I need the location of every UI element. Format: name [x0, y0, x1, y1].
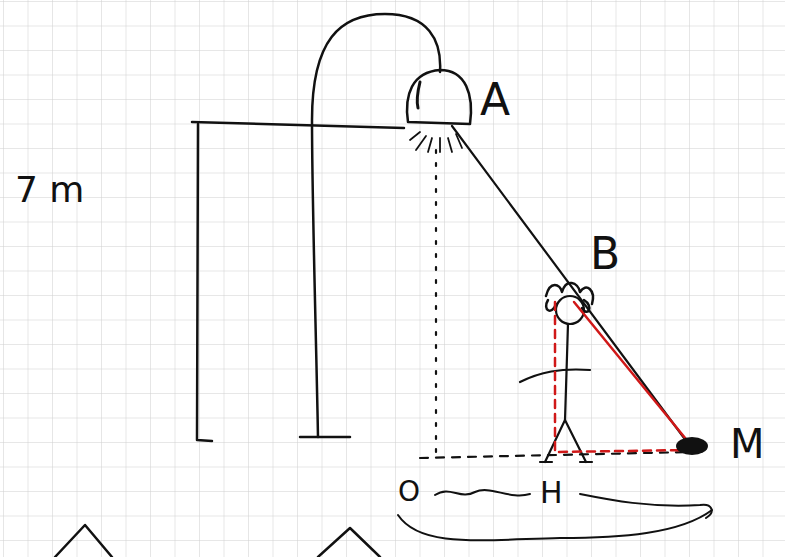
point-label: H	[540, 478, 563, 508]
person-body	[565, 324, 568, 420]
point-label: O	[398, 478, 420, 506]
shadow-triangle-hyp	[574, 302, 690, 444]
person-hair	[546, 283, 593, 312]
point-label: M	[730, 424, 765, 464]
point-label: A	[480, 78, 510, 122]
ground-line	[420, 452, 690, 458]
ground-squiggle	[398, 510, 712, 540]
height-bracket	[197, 124, 212, 441]
post-foot	[300, 436, 350, 439]
lamp-vertical	[435, 150, 437, 458]
height-arm	[192, 122, 404, 128]
light-ray-line	[452, 126, 690, 446]
ground-squiggle	[435, 490, 712, 518]
person-legs	[540, 420, 592, 462]
shadow-triangle-dashed	[555, 302, 690, 452]
point-label: B	[590, 232, 620, 276]
dimension-label: 7 m	[15, 172, 84, 208]
bottom-shape	[318, 528, 380, 557]
lamp-head	[407, 70, 471, 124]
bottom-shape	[55, 525, 112, 557]
lamp-shade	[417, 82, 420, 108]
point-m-mark	[676, 437, 708, 455]
